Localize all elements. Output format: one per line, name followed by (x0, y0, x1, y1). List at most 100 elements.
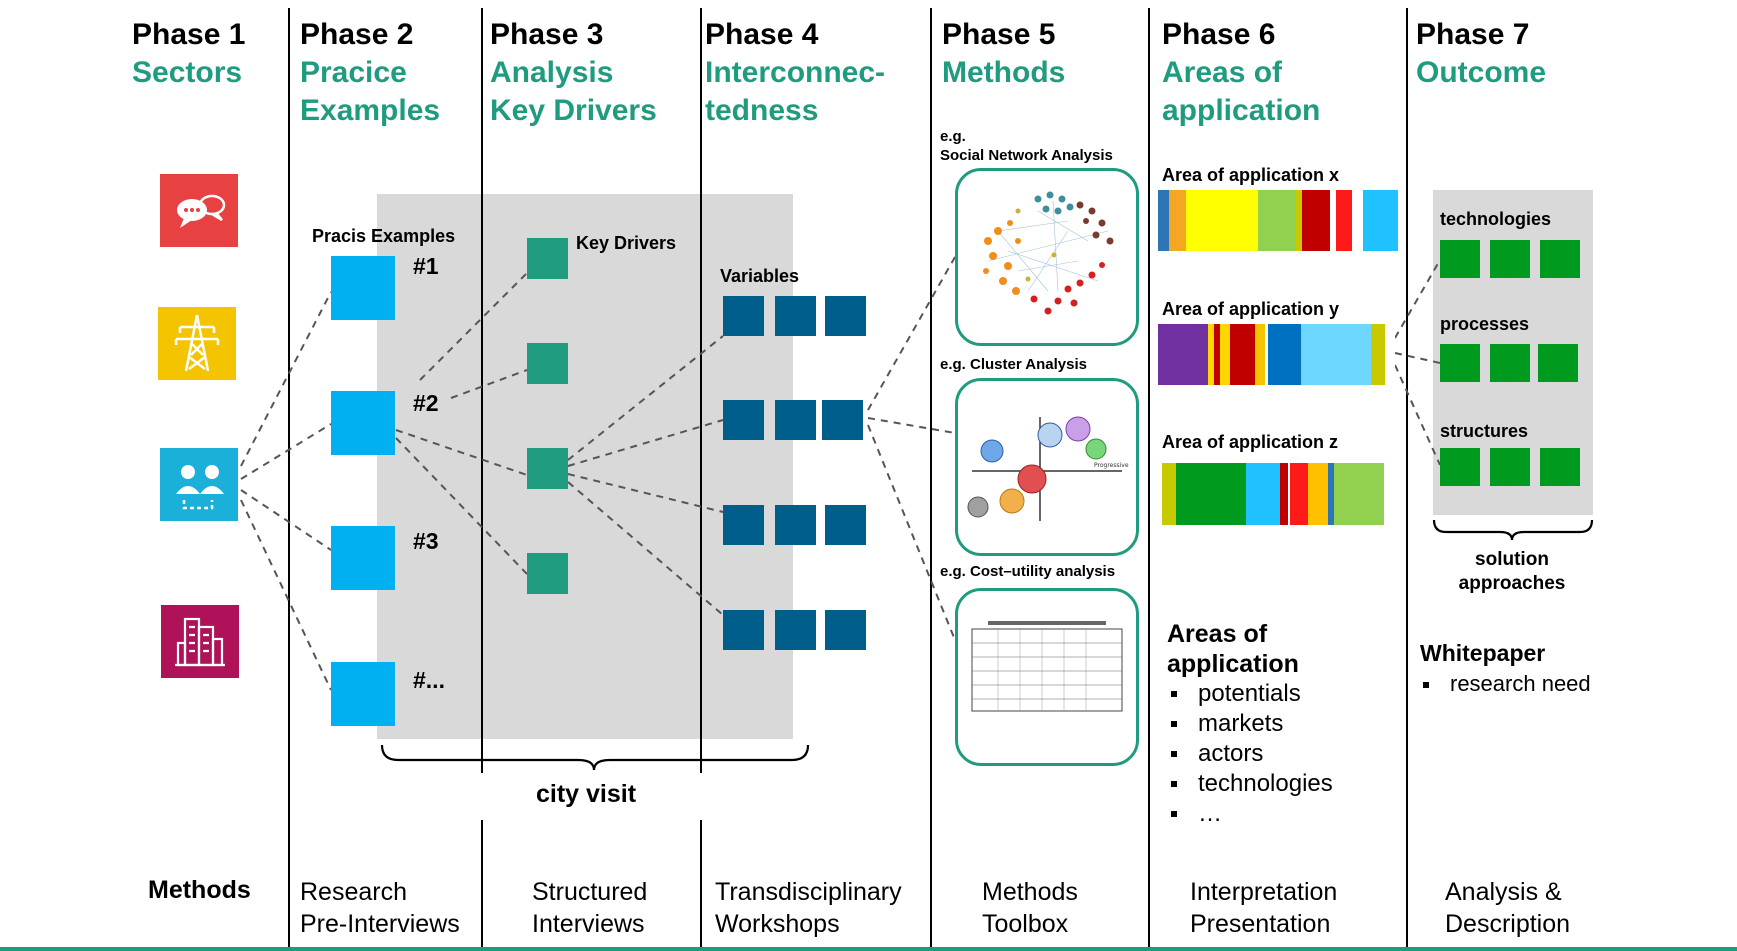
methods-row-title: Methods (148, 876, 251, 904)
variable-box (775, 296, 816, 336)
method-item: Structured Interviews (532, 878, 648, 938)
whitepaper-title: Whitepaper (1420, 640, 1546, 666)
method-label: e.g. Cluster Analysis (940, 356, 1087, 373)
practice-example-box (331, 391, 395, 455)
bullet-item: research need (1420, 670, 1591, 698)
key-drivers-label: Key Drivers (576, 233, 677, 253)
areas-heading: Areas of application (1167, 620, 1299, 678)
method-item: Transdisciplinary Workshops (715, 878, 902, 938)
practice-number: #1 (413, 253, 439, 279)
phase-number: Phase 4 (705, 18, 819, 51)
phase-number: Phase 1 (132, 18, 246, 51)
area-z-bar (1162, 463, 1395, 525)
cost-utility-card (955, 588, 1139, 766)
divider-5-6 (1148, 8, 1150, 951)
outcome-box (1490, 240, 1530, 278)
solution-approaches-label: solution approaches (1458, 549, 1566, 594)
practice-example-box (331, 662, 395, 726)
phase-title: Sectors (132, 56, 243, 89)
variable-box (723, 296, 764, 336)
buildings-icon (175, 617, 225, 667)
variable-box (825, 296, 866, 336)
bullet-item: potentials (1168, 679, 1333, 709)
bullet-item: technologies (1168, 769, 1333, 799)
outcome-group-label: processes (1440, 314, 1530, 334)
phase-title: Analysis Key Drivers (490, 56, 657, 127)
key-driver-box (527, 343, 568, 384)
key-driver-box (527, 553, 568, 594)
outcome-box (1440, 344, 1480, 382)
area-label: Area of application y (1162, 299, 1340, 319)
divider-2-3 (481, 8, 483, 773)
chat-bubbles-icon (177, 194, 226, 228)
phase-number: Phase 7 (1416, 18, 1530, 51)
method-item: Analysis & Description (1445, 878, 1571, 938)
phase-title: Pracice Examples (300, 56, 441, 127)
divider-6-7 (1406, 8, 1408, 951)
bullet-item: … (1168, 799, 1333, 829)
cluster-plot-figure: Progressive (967, 416, 1129, 521)
outcome-box (1440, 240, 1480, 278)
area-label: Area of application x (1162, 165, 1340, 185)
phase-title: Areas of application (1162, 56, 1321, 127)
sector-society-tile (160, 448, 238, 521)
areas-bullet-list: potentials markets actors technologies … (1168, 679, 1333, 829)
outcome-box (1440, 448, 1480, 486)
practice-example-box (331, 526, 395, 590)
people-network-icon (176, 465, 224, 510)
variable-box (723, 400, 764, 440)
area-x-bar (1158, 190, 1398, 251)
divider-1-2 (288, 8, 290, 951)
phase-title: Methods (942, 56, 1066, 89)
cluster-axis-label: Progressive (1094, 462, 1129, 469)
phase-number: Phase 3 (490, 18, 604, 51)
bullet-item: actors (1168, 739, 1333, 769)
divider-4-5 (930, 8, 932, 951)
practice-number: #2 (413, 390, 439, 416)
outcome-box (1538, 344, 1578, 382)
variable-box (723, 610, 764, 650)
area-label: Area of application z (1162, 432, 1339, 452)
practice-example-box (331, 256, 395, 320)
variable-box (825, 505, 866, 545)
outcome-box (1540, 448, 1580, 486)
method-item: Methods Toolbox (982, 878, 1078, 938)
phase-number: Phase 6 (1162, 18, 1276, 51)
outcome-box (1490, 448, 1530, 486)
whitepaper-list: research need (1420, 670, 1591, 698)
sector-communication-tile (160, 174, 238, 247)
variable-box (775, 400, 816, 440)
method-label: e.g. Social Network Analysis (940, 128, 1113, 164)
variable-box (775, 505, 816, 545)
phase-title: Interconnec- tedness (705, 56, 886, 127)
method-label: e.g. Cost–utility analysis (940, 563, 1116, 580)
variable-box (723, 505, 764, 545)
key-driver-box (527, 448, 568, 489)
sector-energy-tile (158, 307, 236, 380)
phase-number: Phase 5 (942, 18, 1056, 51)
outcome-group-label: structures (1440, 421, 1529, 441)
divider-3-4 (700, 8, 702, 773)
practice-number: #3 (413, 528, 439, 554)
network-graph-figure (983, 191, 1114, 315)
divider-3-4-lower (700, 820, 702, 951)
outcome-group-label: technologies (1440, 209, 1552, 229)
outcome-box (1490, 344, 1530, 382)
practice-examples-label: Pracis Examples (312, 226, 456, 246)
outcome-box (1540, 240, 1580, 278)
social-network-card (955, 168, 1139, 346)
method-item: Research Pre-Interviews (300, 878, 460, 938)
divider-2-3-lower (481, 820, 483, 951)
power-pylon-icon (174, 314, 220, 372)
variable-box (775, 610, 816, 650)
practice-number: #... (413, 667, 445, 693)
variable-box (825, 610, 866, 650)
phase-title: Outcome (1416, 56, 1547, 89)
method-item: Interpretation Presentation (1190, 878, 1338, 938)
area-y-bar (1158, 324, 1395, 385)
phase-number: Phase 2 (300, 18, 414, 51)
variable-box (822, 400, 863, 440)
city-visit-label: city visit (536, 780, 637, 808)
sector-buildings-tile (161, 605, 239, 678)
